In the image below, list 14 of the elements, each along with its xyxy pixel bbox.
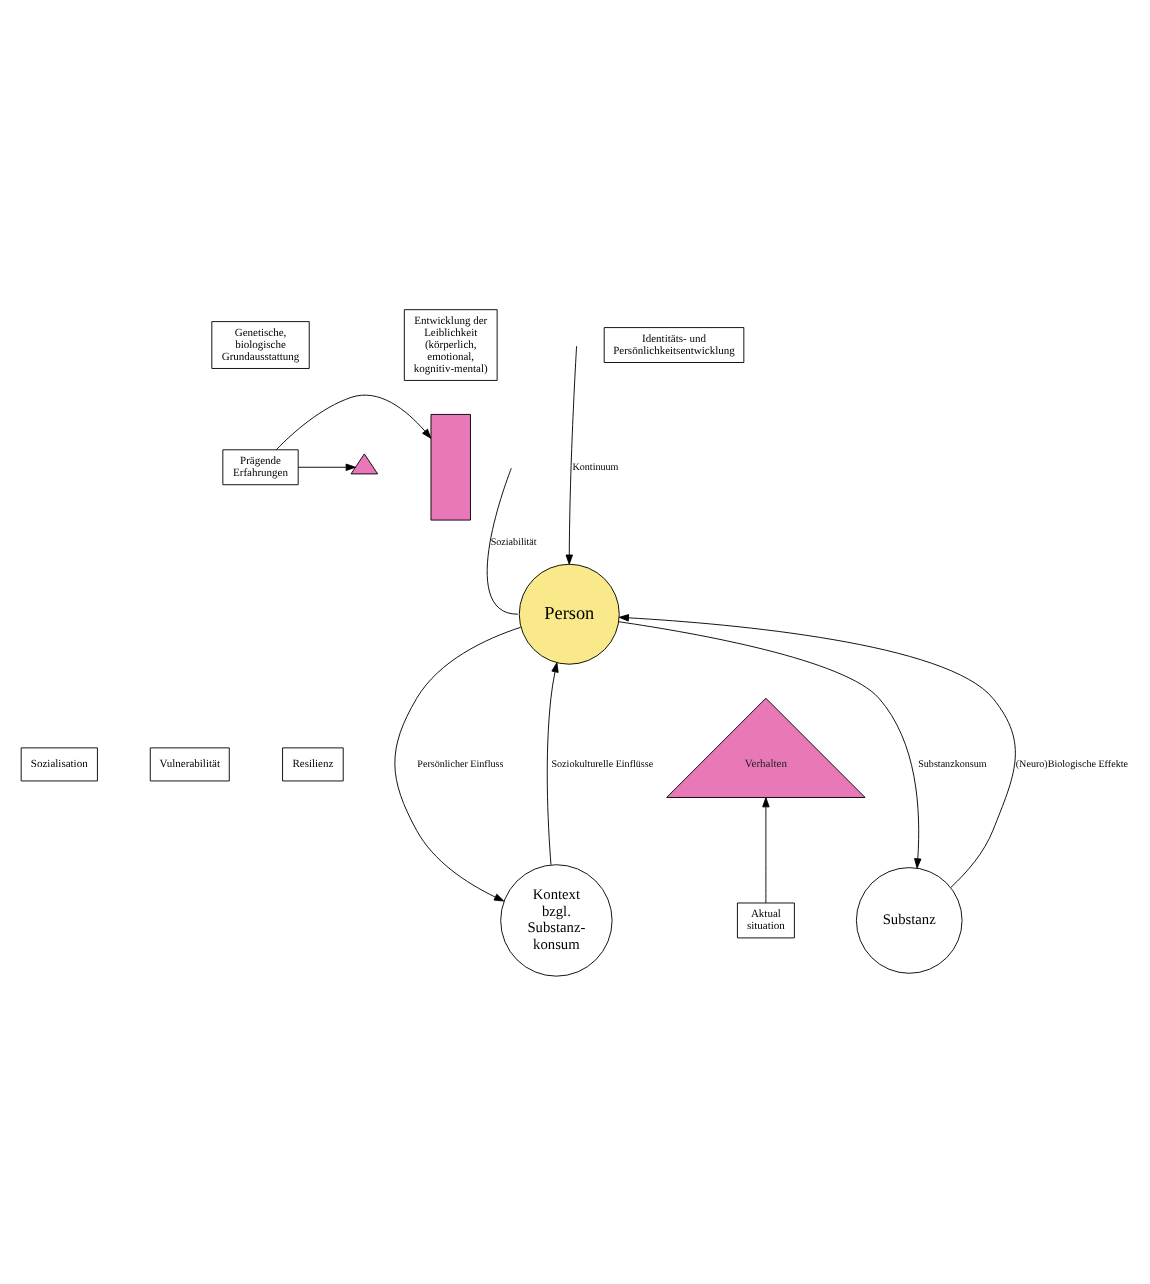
- arrow: [394, 625, 522, 901]
- node-circle: Kontext bzgl. Substanz- konsum: [500, 863, 613, 976]
- arrow: [546, 661, 559, 865]
- connector: [486, 466, 519, 614]
- node-circle: Person: [518, 562, 620, 664]
- node-triangle: [350, 452, 379, 474]
- node-bar: [430, 412, 471, 520]
- arrow: [618, 620, 922, 868]
- node-circle: Substanz: [855, 866, 963, 973]
- arrow: [618, 613, 1016, 887]
- arrow: [565, 344, 578, 564]
- arrow: [297, 462, 356, 470]
- arrow: [762, 796, 770, 903]
- arrow: [276, 393, 432, 449]
